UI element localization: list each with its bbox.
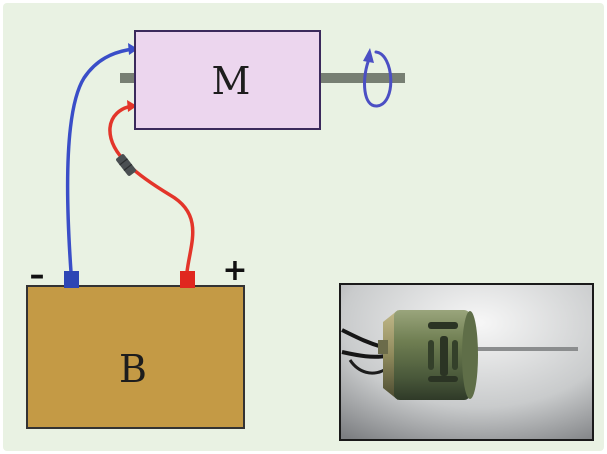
battery-body [26, 285, 245, 429]
negative-sign: – [30, 258, 45, 293]
negative-wire-arrowhead [128, 43, 138, 55]
positive-wire-arrowhead [127, 100, 137, 112]
motor-label: M [212, 59, 251, 103]
motor-body [134, 30, 321, 130]
positive-sign: + [222, 253, 247, 288]
battery-negative-terminal [64, 271, 79, 288]
rotation-arrow-icon [363, 48, 393, 108]
wire-connector [116, 154, 136, 176]
motor-photo [339, 283, 594, 441]
battery-label: B [119, 347, 147, 391]
negative-wire [65, 47, 135, 274]
battery-positive-terminal [180, 271, 195, 288]
positive-wire [108, 104, 195, 274]
